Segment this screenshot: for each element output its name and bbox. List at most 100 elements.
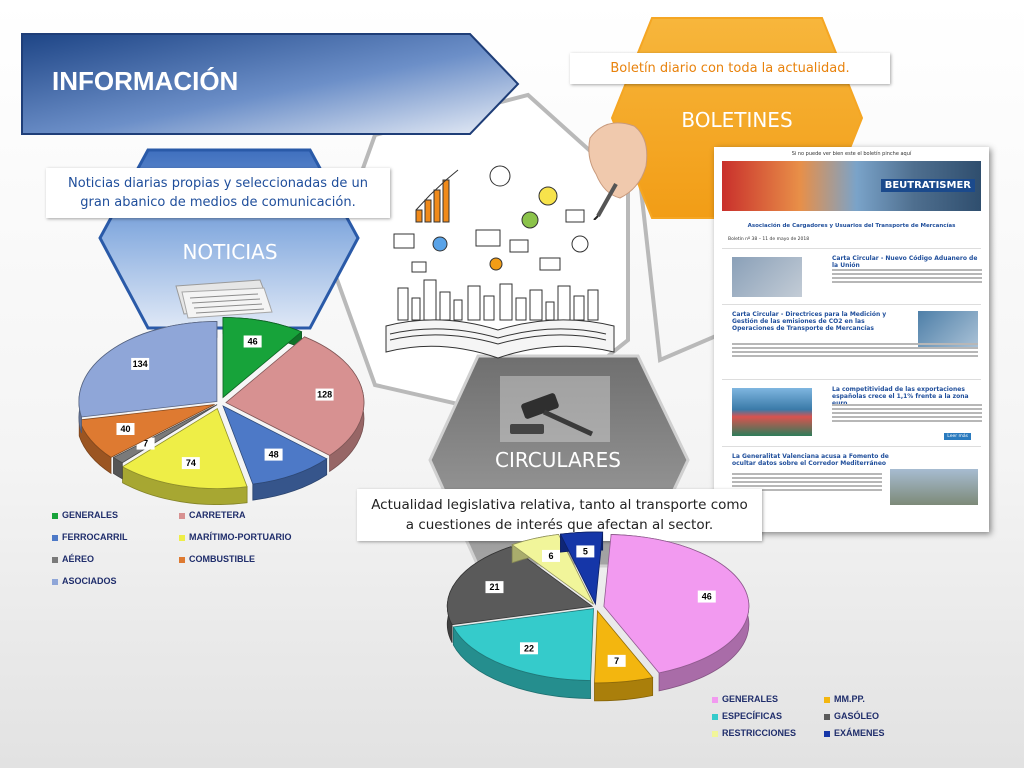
newspaper-image: [175, 279, 273, 319]
data-label: 40: [120, 424, 130, 434]
pie-slice: [222, 317, 303, 399]
data-label: 7: [614, 656, 619, 666]
article-title[interactable]: La Generalitat Valenciana acusa a Foment…: [732, 453, 889, 467]
article-title[interactable]: La competitividad de las exportaciones e…: [832, 386, 969, 407]
legend-entry: GASÓLEO: [824, 711, 879, 721]
boletines-callout: Boletín diario con toda la actualidad.: [570, 53, 890, 84]
article-title[interactable]: Carta Circular - Directrices para la Med…: [732, 311, 887, 332]
pie-slice-top: [222, 405, 328, 485]
data-label-bg: [243, 335, 262, 348]
data-label-bg: [315, 388, 334, 401]
legend-label: ESPECÍFICAS: [722, 711, 783, 721]
pie-slice: [225, 336, 365, 473]
data-label-bg: [576, 545, 595, 558]
legend-label: EXÁMENES: [834, 728, 885, 738]
hand-pen-image: [588, 122, 648, 220]
data-label-bg: [542, 549, 561, 562]
pie-slice: [446, 546, 594, 643]
legend-entry: ESPECÍFICAS: [712, 711, 782, 721]
data-label: 46: [702, 592, 712, 602]
newsletter-preview: Si no puede ver bien este el boletín pin…: [714, 147, 989, 532]
legend-label: GENERALES: [62, 510, 119, 520]
noticias-callout: Noticias diarias propias y seleccionadas…: [46, 168, 390, 218]
gavel-image: [500, 376, 610, 442]
pie-slice-top: [446, 546, 594, 626]
pie-slice: [603, 534, 750, 692]
ideas-illustration: [385, 165, 615, 359]
legend-swatch: [52, 578, 58, 585]
list-item: La Generalitat Valenciana acusa a Foment…: [722, 446, 981, 517]
newsletter-logo: BEUTRATISMER: [880, 179, 975, 192]
article-thumbnail: [890, 469, 978, 505]
data-label: 128: [317, 390, 332, 400]
legend-entry: GENERALES: [52, 510, 118, 520]
legend-entry: RESTRICCIONES: [712, 728, 796, 738]
newsletter-article-list: Carta Circular - Nuevo Código Aduanero d…: [722, 248, 982, 517]
circulares-callout: Actualidad legislativa relativa, tanto a…: [357, 489, 762, 541]
legend-entry: EXÁMENES: [824, 728, 885, 738]
legend-entry: AÉREO: [52, 554, 94, 564]
pie-slice: [511, 533, 594, 605]
legend-label: FERROCARRIL: [62, 532, 128, 542]
legend-swatch: [52, 512, 58, 519]
legend-entry: MARÍTIMO-PORTUARIO: [179, 532, 292, 542]
pie-slice-top: [511, 533, 594, 605]
data-label-bg: [485, 581, 504, 594]
legend-label: ASOCIADOS: [62, 576, 117, 586]
page-title: INFORMACIÓN: [52, 66, 239, 96]
data-label: 21: [489, 582, 499, 592]
newsletter-header-image: BEUTRATISMER: [722, 161, 981, 211]
legend-swatch: [179, 512, 185, 519]
data-label-bg: [181, 457, 200, 470]
article-thumbnail: [732, 257, 802, 297]
legend-swatch: [712, 730, 718, 737]
data-label: 7: [143, 439, 148, 449]
data-label: 22: [524, 643, 534, 653]
list-item: Carta Circular - Nuevo Código Aduanero d…: [722, 248, 982, 304]
circulares-callout-line2: a cuestiones de interés que afectan al s…: [405, 517, 714, 533]
legend-entry: MM.PP.: [824, 694, 865, 704]
noticias-callout-line2: gran abanico de medios de comunicación.: [80, 195, 356, 210]
article-thumbnail: [732, 388, 812, 436]
data-label-bg: [607, 654, 626, 667]
data-label-bg: [131, 357, 150, 370]
read-more-button[interactable]: Leer más: [944, 433, 971, 440]
legend-swatch: [824, 730, 830, 737]
data-label-bg: [264, 448, 283, 461]
circulares-callout-line1: Actualidad legislativa relativa, tanto a…: [371, 497, 748, 513]
legend-swatch: [712, 696, 718, 703]
legend-entry: CARRETERA: [179, 510, 246, 520]
legend-label: CARRETERA: [189, 510, 246, 520]
article-title[interactable]: Carta Circular - Nuevo Código Aduanero d…: [832, 255, 978, 269]
legend-swatch: [712, 713, 718, 720]
data-label-bg: [116, 422, 135, 435]
legend-entry: GENERALES: [712, 694, 778, 704]
legend-label: GENERALES: [722, 694, 779, 704]
noticias-chart-legend: GENERALES CARRETERA FERROCARRIL MARÍTIMO-PO…: [52, 510, 352, 590]
noticias-callout-line1: Noticias diarias propias y seleccionadas…: [68, 176, 368, 191]
data-label: 134: [133, 359, 148, 369]
legend-label: AÉREO: [62, 554, 95, 564]
legend-entry: COMBUSTIBLE: [179, 554, 255, 564]
pie-slice-top: [222, 317, 303, 399]
list-item: Carta Circular - Directrices para la Med…: [722, 304, 981, 379]
legend-swatch: [824, 713, 830, 720]
list-item: La competitividad de las exportaciones e…: [722, 379, 982, 446]
legend-label: MM.PP.: [834, 694, 865, 704]
circulares-chart-legend: GENERALES MM.PP. ESPECÍFICAS GASÓLEO RESTRIC…: [712, 694, 912, 744]
legend-label: MARÍTIMO-PORTUARIO: [189, 532, 292, 542]
data-label-bg: [519, 642, 538, 655]
data-label: 5: [583, 546, 588, 556]
legend-entry: FERROCARRIL: [52, 532, 128, 542]
legend-label: GASÓLEO: [834, 711, 880, 721]
legend-swatch: [52, 556, 58, 563]
header-banner: [21, 33, 520, 135]
legend-label: RESTRICCIONES: [722, 728, 797, 738]
pie-slice: [222, 405, 328, 501]
noticias-label: NOTICIAS: [182, 240, 278, 264]
data-label: 46: [248, 336, 258, 346]
pie-slice-top: [121, 407, 248, 489]
pie-slice-top: [603, 534, 750, 674]
legend-entry: ASOCIADOS: [52, 576, 117, 586]
